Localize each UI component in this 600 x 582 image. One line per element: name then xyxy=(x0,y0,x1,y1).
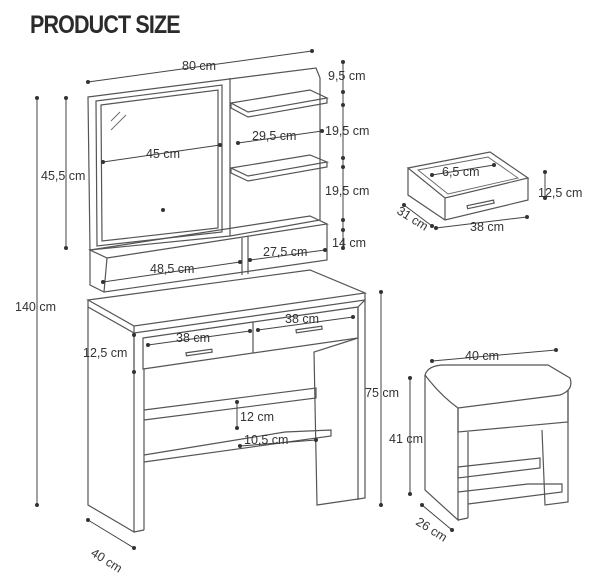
label-stool-depth: 26 cm xyxy=(413,515,449,545)
label-mirror-width: 45 cm xyxy=(146,147,180,161)
stool-base-shelf xyxy=(457,483,563,505)
stool xyxy=(408,348,572,532)
middle-shelf xyxy=(228,154,330,177)
dimension-labels: 80 cm 9,5 cm 45 cm 29,5 cm 19,5 cm 19,5 … xyxy=(15,59,582,576)
label-mirror-height: 45,5 cm xyxy=(41,169,85,183)
label-total-height: 140 cm xyxy=(15,300,56,314)
back-rail xyxy=(143,387,317,421)
label-bottom-right-width: 27,5 cm xyxy=(263,245,307,259)
label-shelf-top-gap: 9,5 cm xyxy=(328,69,366,83)
label-shelf-gap-2: 19,5 cm xyxy=(325,184,369,198)
drawer-detail xyxy=(402,151,547,230)
label-stool-width: 40 cm xyxy=(465,349,499,363)
stool-seat xyxy=(424,364,572,409)
top-shelf xyxy=(229,89,329,113)
label-drawer-width: 38 cm xyxy=(470,220,504,234)
light-switch-icon xyxy=(161,208,165,212)
dressing-table xyxy=(86,67,368,534)
label-drawer-right-width: 38 cm xyxy=(285,312,319,326)
label-bottom-left-width: 48,5 cm xyxy=(150,262,194,276)
label-shelf-width: 29,5 cm xyxy=(252,129,296,143)
label-bottom-shelf-height: 14 cm xyxy=(332,236,366,250)
label-shelf-gap-1: 19,5 cm xyxy=(325,124,369,138)
right-leg xyxy=(313,298,366,506)
label-stool-height: 41 cm xyxy=(389,432,423,446)
mirror-frame xyxy=(95,84,223,247)
mirror-glass xyxy=(100,89,219,242)
label-drawer-front-height: 12,5 cm xyxy=(83,346,127,360)
page-title: PRODUCT SIZE xyxy=(30,11,181,39)
left-leg xyxy=(87,307,135,534)
lower-shelf xyxy=(143,429,332,463)
stool-rail xyxy=(457,457,541,479)
table-dimension-lines xyxy=(35,49,383,550)
label-lower-gap: 12 cm xyxy=(240,410,274,424)
label-drawer-left-width: 38 cm xyxy=(176,331,210,345)
label-drawer-depth: 31 cm xyxy=(394,204,430,234)
label-drawer-inner-height: 6,5 cm xyxy=(442,165,480,179)
label-table-height: 75 cm xyxy=(365,386,399,400)
label-table-width: 80 cm xyxy=(182,59,216,73)
label-table-depth: 40 cm xyxy=(88,546,124,576)
label-drawer-height: 12,5 cm xyxy=(538,186,582,200)
label-lower-shelf-depth: 10,5 cm xyxy=(244,433,288,447)
